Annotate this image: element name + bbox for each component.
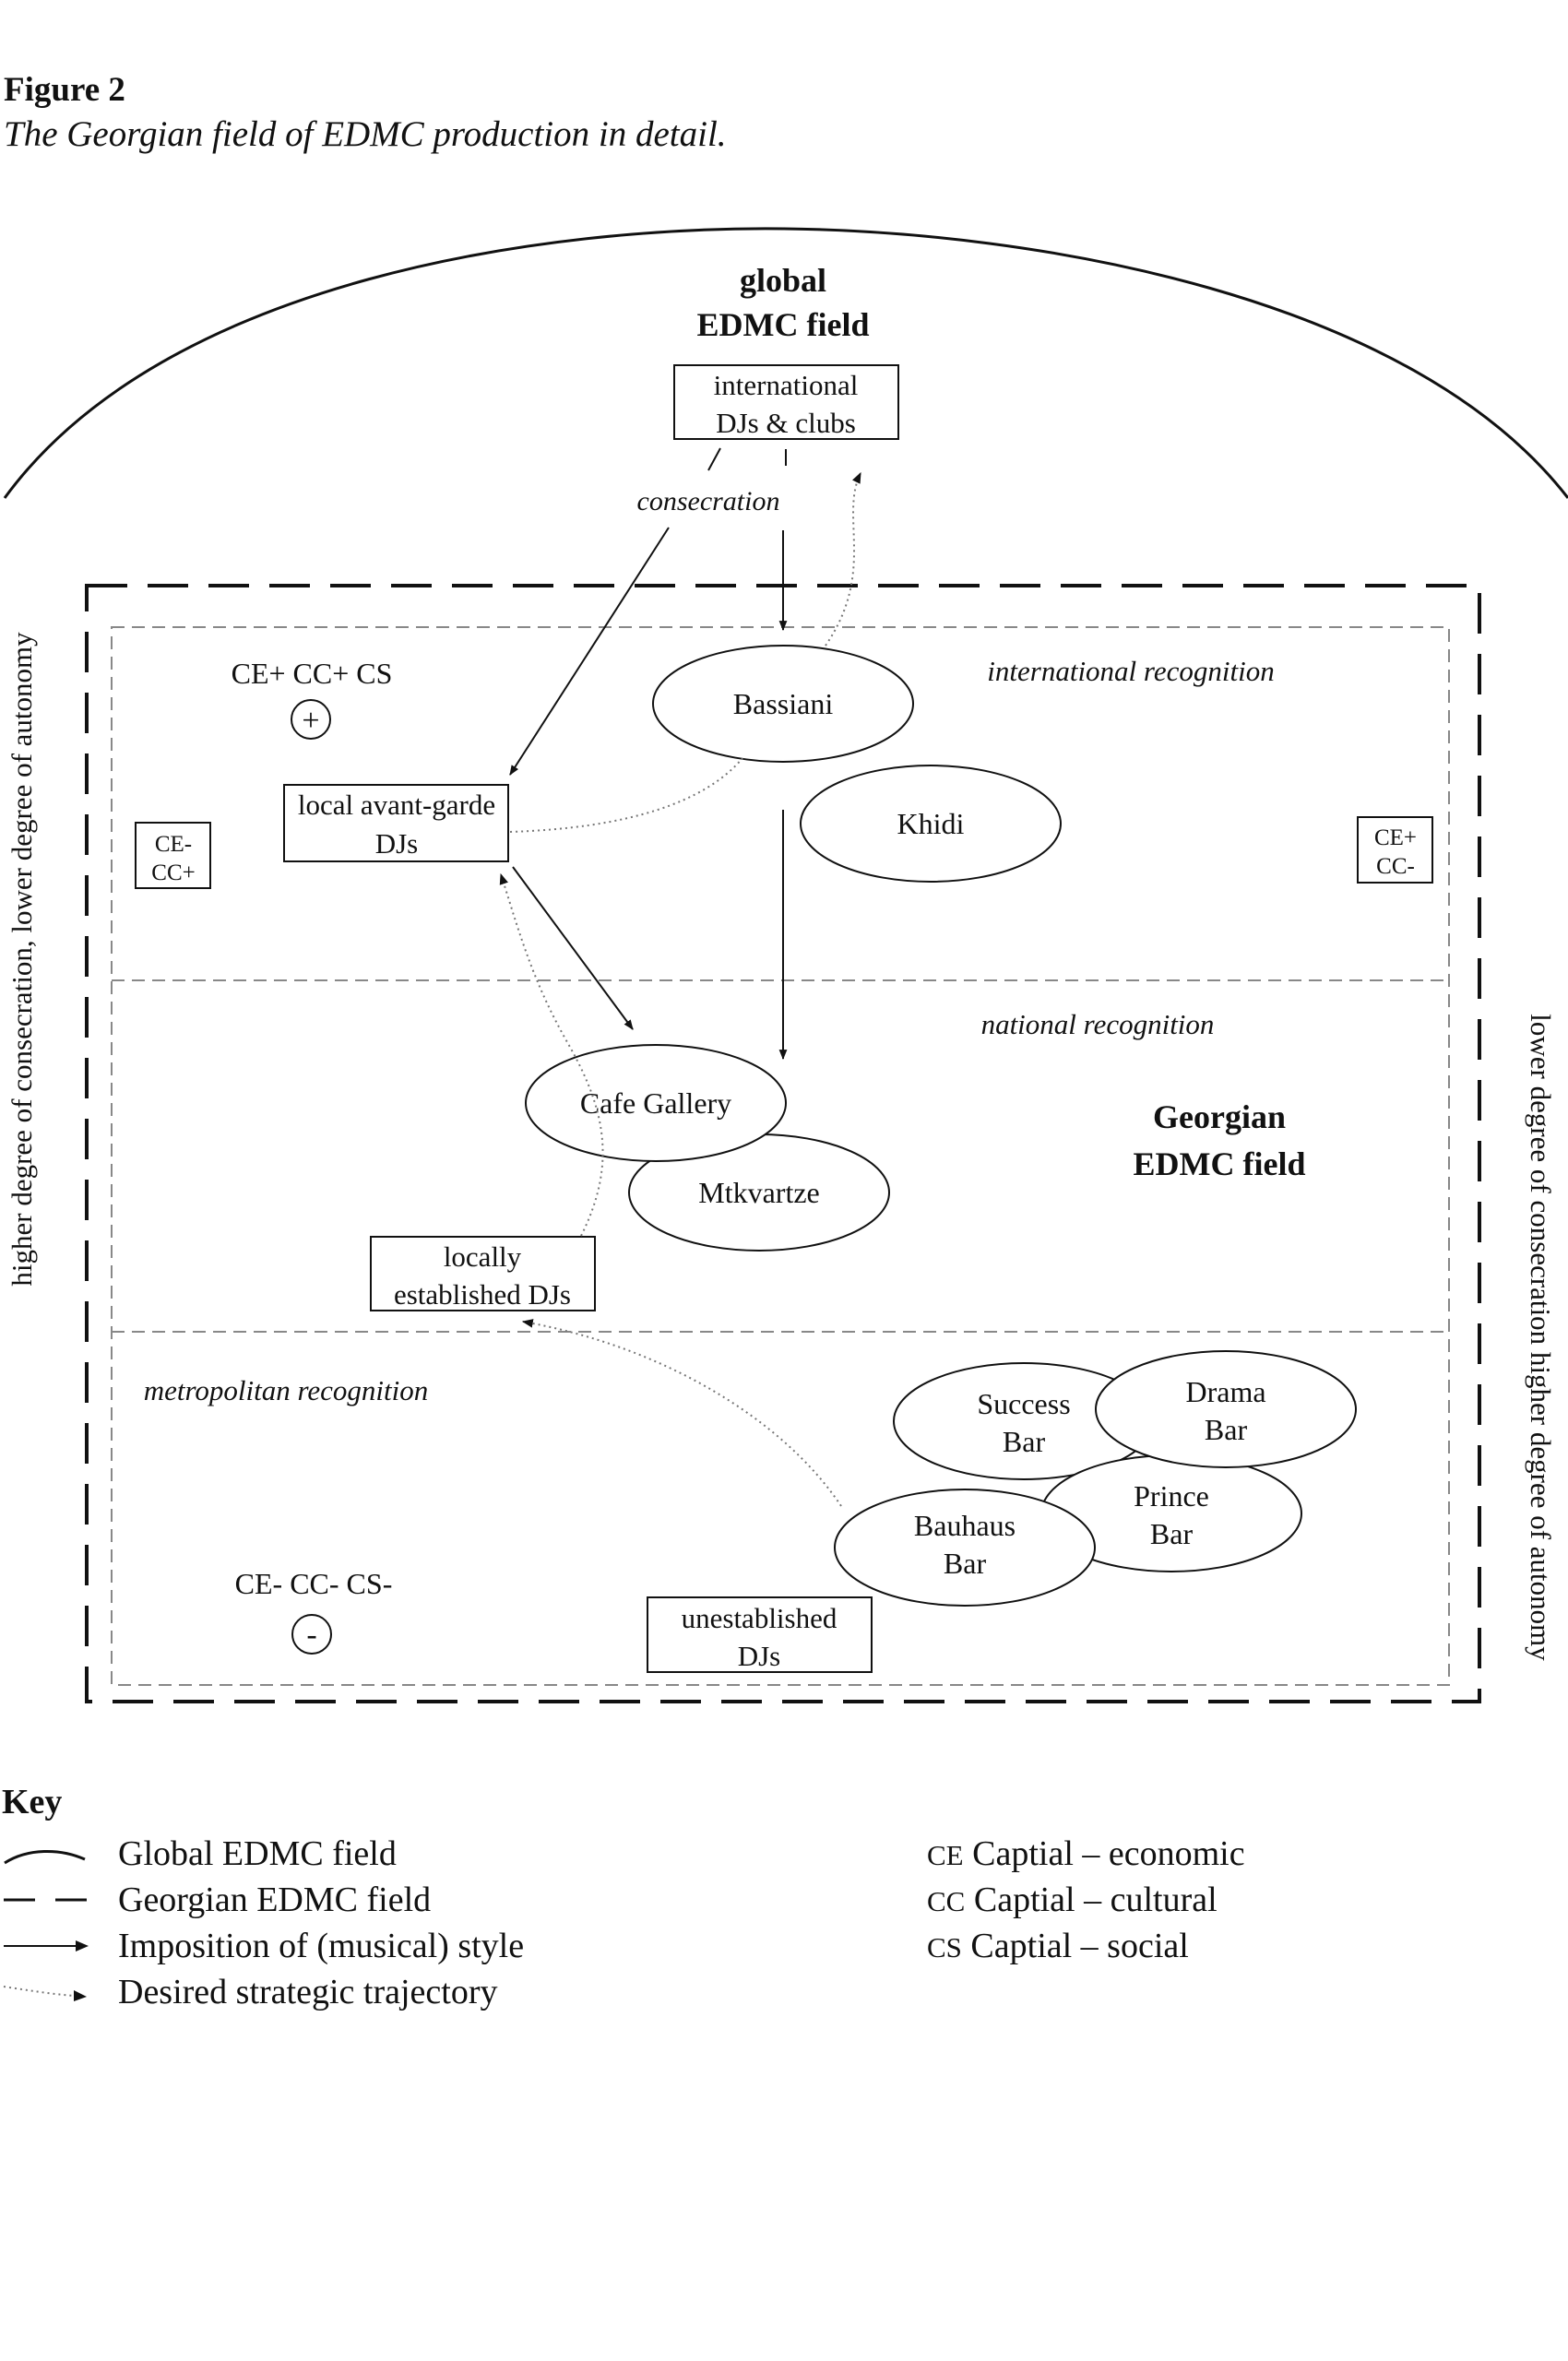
drama-bar-label-line2: Bar: [1205, 1413, 1248, 1446]
global-field-title: global: [740, 262, 826, 299]
locally-established-djs-label-line2: established DJs: [394, 1278, 571, 1311]
key-item-georgian-field: Georgian EDMC field: [0, 1878, 830, 1924]
bassiani-label: Bassiani: [733, 687, 834, 720]
prince-bar-label: Prince: [1134, 1479, 1209, 1513]
plus-icon: +: [302, 704, 319, 738]
key-item-trajectory: Desired strategic trajectory: [0, 1970, 830, 2016]
capital-right-box: [1357, 816, 1433, 884]
unestablished-djs-label: unestablished: [682, 1602, 837, 1634]
locally-established-djs-box: [370, 1236, 596, 1311]
zone-national-label: national recognition: [981, 1008, 1215, 1040]
trajectory-bars-to-locally: [521, 1319, 842, 1507]
khidi-label: Khidi: [897, 807, 965, 840]
capital-top-left: CE+ CC+ CS: [232, 657, 393, 690]
capital-abbr: CC: [927, 1885, 966, 1917]
trajectory-avant-garde-to-bassiani: [509, 757, 743, 833]
unestablished-djs-box: [647, 1596, 873, 1673]
consecration-tick: [707, 447, 721, 471]
avant-garde-djs-label: local avant-garde: [298, 789, 495, 821]
figure-label: Figure 2: [4, 71, 125, 109]
bauhaus-bar-label: Bauhaus: [914, 1509, 1016, 1542]
key-item-label: Global EDMC field: [118, 1834, 397, 1873]
trajectory-locally-to-avant-garde: [499, 872, 604, 1237]
key-capital-cultural: CC Captial – cultural: [927, 1880, 1218, 1926]
key-item-label: Georgian EDMC field: [118, 1880, 432, 1919]
georgian-field-title: Georgian: [1153, 1098, 1286, 1135]
capital-left-box: [135, 822, 211, 889]
capital-abbr: CS: [927, 1931, 962, 1964]
avant-garde-djs-label-line2: DJs: [375, 827, 419, 860]
global-field-title-line2: EDMC field: [697, 306, 870, 343]
consecration-label: consecration: [637, 486, 780, 516]
bassiani-node: [652, 645, 914, 763]
figure-caption: The Georgian field of EDMC production in…: [4, 114, 727, 154]
mtkvartze-label: Mtkvartze: [698, 1176, 820, 1209]
key-item-imposition: Imposition of (musical) style: [0, 1924, 830, 1970]
cafe-gallery-node: [525, 1044, 787, 1162]
left-axis-label: higher degree of consecration, lower deg…: [6, 632, 38, 1287]
khidi-node: [800, 765, 1062, 883]
dotted-arrow-key-icon: [3, 1986, 87, 2001]
zone-international-label: international recognition: [987, 655, 1274, 687]
capital-left-box-line1: CE-: [155, 832, 192, 857]
drama-bar-label: Drama: [1185, 1375, 1265, 1408]
arc-key-icon: [4, 1850, 86, 1865]
drama-bar-node: [1095, 1350, 1357, 1468]
bauhaus-bar-node: [834, 1489, 1096, 1607]
dashed-line-key-icon: [4, 1898, 87, 1902]
key-capital-economic: CE Captial – economic: [927, 1833, 1245, 1880]
international-djs-label: international: [714, 369, 859, 401]
capital-label: Captial – cultural: [973, 1880, 1218, 1919]
consecration-arrow-to-avant-garde: [509, 527, 670, 776]
capital-abbr: CE: [927, 1839, 964, 1871]
key-title: Key: [2, 1783, 63, 1821]
cafe-gallery-label: Cafe Gallery: [580, 1086, 731, 1120]
capital-label: Captial – economic: [972, 1834, 1245, 1873]
capital-right-box-line2: CC-: [1376, 854, 1415, 879]
right-axis-label: lower degree of consecration higher degr…: [1525, 1014, 1557, 1661]
global-field-arc: [3, 227, 1568, 499]
minus-icon: -: [306, 1618, 316, 1652]
capital-right-box-line1: CE+: [1374, 825, 1417, 850]
success-bar-label: Success: [977, 1387, 1070, 1420]
international-djs-label-line2: DJs & clubs: [716, 407, 856, 439]
field-diagram: global EDMC field international DJs & cl…: [3, 227, 1568, 1703]
inner-field-frame: [111, 626, 1450, 1686]
plus-circle: [291, 699, 331, 740]
unestablished-djs-label-line2: DJs: [738, 1640, 781, 1672]
capital-label: Captial – social: [970, 1927, 1189, 1965]
success-bar-label-line2: Bar: [1003, 1425, 1046, 1458]
prince-bar-label-line2: Bar: [1150, 1517, 1194, 1550]
zone-metropolitan-label: metropolitan recognition: [144, 1374, 429, 1406]
key-item-global-field: Global EDMC field: [0, 1832, 830, 1878]
locally-established-djs-label: locally: [444, 1240, 522, 1273]
avant-garde-djs-box: [283, 784, 509, 862]
capital-bottom-left: CE- CC- CS-: [235, 1567, 393, 1600]
minus-circle: [291, 1614, 332, 1655]
capital-left-box-line2: CC+: [151, 860, 195, 885]
key-item-label: Imposition of (musical) style: [118, 1927, 525, 1965]
trajectory-bassiani-to-international: [825, 471, 861, 647]
solid-arrow-key-icon: [4, 1940, 89, 1952]
international-djs-box: [673, 364, 899, 440]
georgian-field-title-line2: EDMC field: [1134, 1145, 1306, 1182]
bauhaus-bar-label-line2: Bar: [944, 1547, 987, 1580]
avant-garde-arrow-to-cafe-gallery: [512, 866, 634, 1030]
key-capital-social: CS Captial – social: [927, 1926, 1189, 1972]
key-item-label: Desired strategic trajectory: [118, 1973, 498, 2011]
